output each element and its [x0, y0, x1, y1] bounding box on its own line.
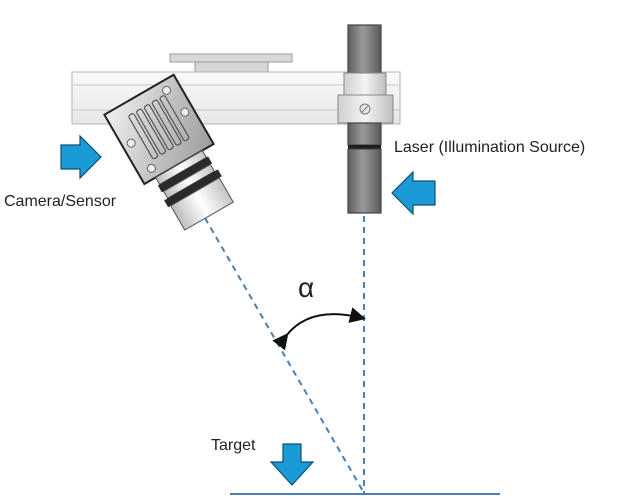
arrow-down-icon [269, 443, 315, 486]
camera-icon [102, 73, 234, 231]
double-arrow-arc-icon [272, 307, 366, 351]
camera-beam [204, 217, 365, 494]
camera-label: Camera/Sensor [4, 193, 117, 210]
arrow-right-icon [60, 134, 102, 180]
arrow-left-icon [391, 170, 436, 216]
target-label: Target [211, 437, 256, 454]
laser-icon [337, 24, 394, 214]
angle-label: α [298, 272, 315, 303]
laser-label: Laser (Illumination Source) [394, 139, 586, 156]
